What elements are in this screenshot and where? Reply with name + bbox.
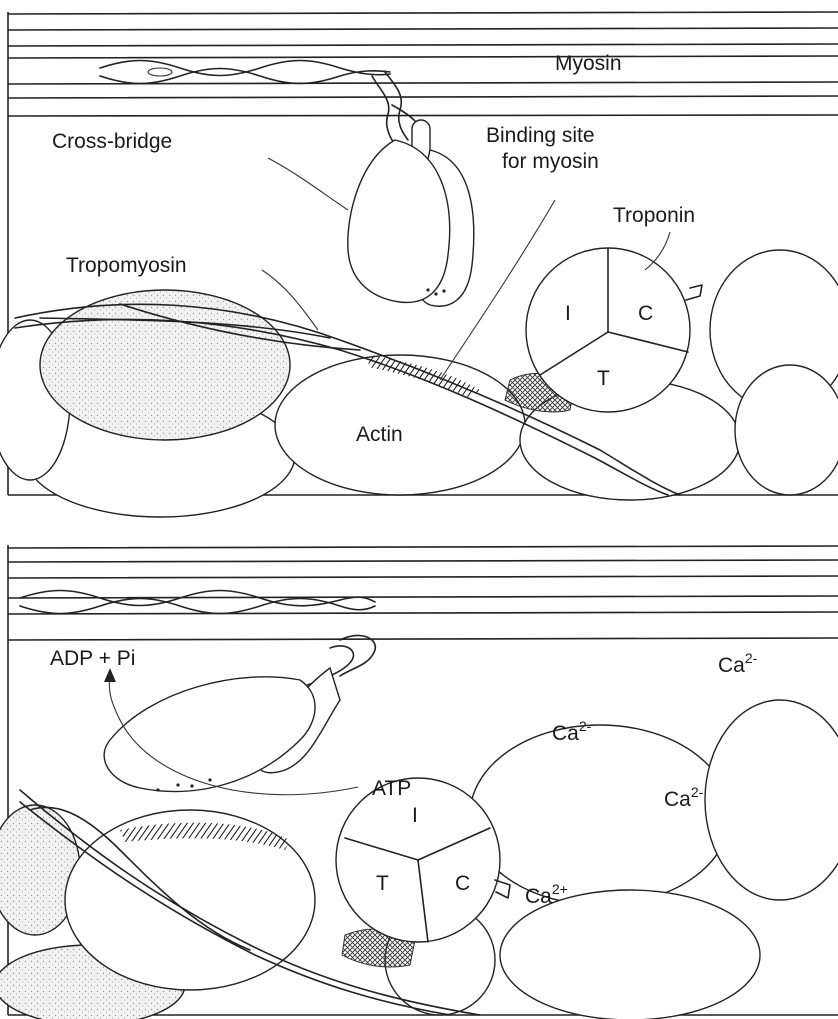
calcium-ion: Ca2-: [718, 650, 758, 677]
tropomyosin-label: Tropomyosin: [66, 254, 187, 277]
myosin-thick-filament: [8, 546, 838, 640]
actin-monomer: [705, 700, 838, 900]
troponin-i-label: I: [412, 804, 418, 827]
atp-label: ATP: [372, 777, 411, 800]
binding-site-label-line2: for myosin: [502, 150, 599, 173]
contracting-panel: ADP + Pi ATP Ca2- Ca2- Ca2- Ca2+ I T C: [0, 545, 838, 1019]
troponin-i-label: I: [565, 302, 571, 325]
troponin-c-label: C: [638, 302, 653, 325]
cross-bridge: [104, 635, 375, 791]
relaxed-panel: Myosin Cross-bridge Binding site for myo…: [0, 12, 838, 517]
binding-site-label: Binding site: [486, 124, 595, 147]
myosin-label: Myosin: [555, 52, 622, 75]
troponin-t-label: T: [597, 367, 610, 390]
cross-bridge-label: Cross-bridge: [52, 130, 172, 153]
troponin-t-label: T: [376, 872, 389, 895]
actin-monomer: [40, 290, 290, 440]
cross-bridge: [348, 72, 474, 306]
myosin-thick-filament: [8, 12, 838, 116]
svg-text:Ca2-: Ca2-: [718, 650, 758, 677]
actin-monomer: [500, 890, 760, 1019]
actin-monomer: [470, 725, 730, 905]
adp-pi-label: ADP + Pi: [50, 647, 135, 670]
actin-label: Actin: [356, 423, 403, 446]
troponin-label: Troponin: [613, 204, 695, 227]
actin-monomer: [735, 365, 838, 495]
troponin-c-label: C: [455, 872, 470, 895]
